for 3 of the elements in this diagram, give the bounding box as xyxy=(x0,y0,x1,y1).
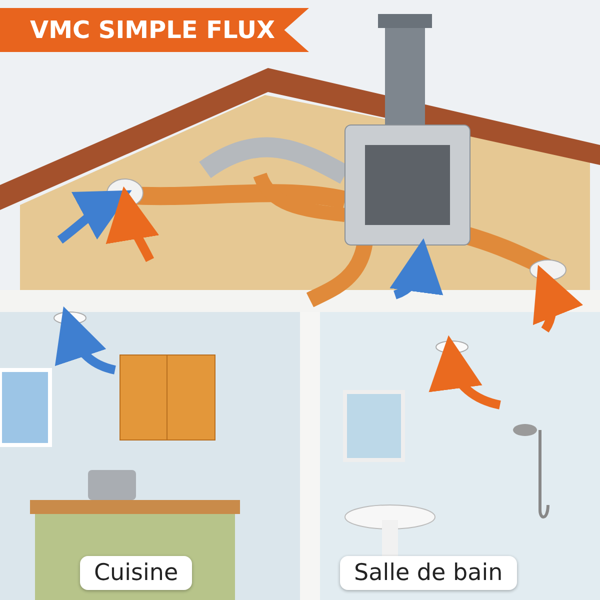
room-label: Salle de bain xyxy=(340,556,517,590)
room-label: Cuisine xyxy=(80,556,192,590)
title: VMC SIMPLE FLUX xyxy=(0,8,309,52)
